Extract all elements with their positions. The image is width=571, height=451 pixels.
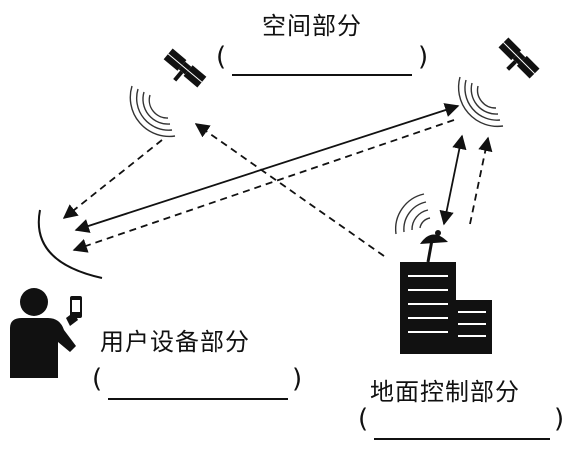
space-label: 空间部分 bbox=[262, 12, 362, 40]
signal-waves-right bbox=[457, 76, 504, 128]
arrow-right-sat-to-user bbox=[72, 119, 455, 253]
space-blank-open: ( bbox=[216, 42, 227, 72]
ground-blank-line[interactable] bbox=[374, 438, 550, 440]
arrow-user-right-sat-bidirectional bbox=[74, 103, 460, 233]
user-blank-close: ) bbox=[292, 364, 303, 394]
ground-blank-open: ( bbox=[358, 404, 369, 434]
ground-label: 地面控制部分 bbox=[370, 378, 520, 406]
arrow-ground-to-right-sat bbox=[469, 136, 493, 225]
space-blank-line[interactable] bbox=[232, 74, 412, 76]
satellite-left-icon bbox=[163, 48, 207, 88]
ground-blank-close: ) bbox=[554, 404, 565, 434]
satellite-right-icon bbox=[498, 37, 540, 79]
ground-antenna-icon bbox=[420, 230, 448, 263]
signal-waves-left bbox=[129, 85, 176, 138]
control-building-icon bbox=[400, 262, 492, 354]
arrow-right-sat-ground-bidirectional bbox=[439, 134, 467, 226]
space-blank-close: ) bbox=[418, 42, 429, 72]
user-receiver-arc bbox=[37, 209, 103, 279]
person-with-phone-icon bbox=[10, 288, 82, 378]
arrow-ground-to-left-sat bbox=[194, 123, 385, 257]
signal-waves-ground bbox=[394, 193, 431, 235]
user-label: 用户设备部分 bbox=[100, 328, 250, 356]
user-blank-line[interactable] bbox=[108, 398, 288, 400]
user-blank-open: ( bbox=[92, 364, 103, 394]
